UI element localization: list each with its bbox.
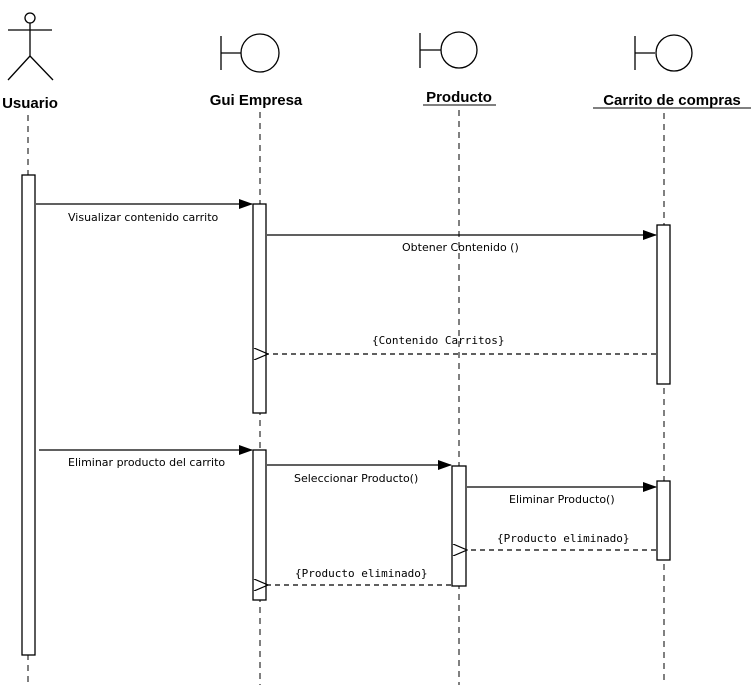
activation-carrito-1 — [656, 224, 671, 385]
message-eliminar-producto: Eliminar Producto() — [467, 482, 657, 506]
return-producto-eliminado-carrito: {Producto eliminado} — [467, 532, 656, 550]
participant-label-carrito-de-compras: Carrito de compras — [603, 92, 741, 109]
message-label: Eliminar Producto() — [509, 493, 615, 506]
boundary-icon — [220, 33, 280, 73]
activation-gui-empresa-1 — [252, 203, 267, 414]
participant-label-gui-empresa: Gui Empresa — [210, 92, 303, 109]
activation-usuario — [21, 174, 36, 656]
activation-gui-empresa-2 — [252, 449, 267, 601]
return-label: {Contenido Carritos} — [372, 334, 504, 347]
message-eliminar-producto-del-carrito: Eliminar producto del carrito — [39, 445, 253, 469]
message-label: Obtener Contenido () — [402, 241, 519, 254]
boundary-icon — [634, 34, 693, 72]
activation-producto — [451, 465, 467, 587]
return-label: {Producto eliminado} — [295, 567, 427, 580]
message-label: Visualizar contenido carrito — [68, 211, 219, 224]
message-obtener-contenido: Obtener Contenido () — [267, 230, 657, 254]
message-visualizar-contenido-carrito: Visualizar contenido carrito — [36, 199, 253, 224]
return-producto-eliminado-producto: {Producto eliminado} — [268, 567, 451, 585]
participant-label-producto: Producto — [426, 89, 492, 106]
message-seleccionar-producto: Seleccionar Producto() — [267, 460, 452, 485]
participant-carrito-de-compras: Carrito de compras — [593, 34, 751, 685]
actor-icon — [7, 12, 54, 81]
participant-label-usuario: Usuario — [2, 95, 58, 112]
message-label: Seleccionar Producto() — [294, 472, 418, 485]
participant-producto: Producto — [419, 31, 496, 685]
return-contenido-carritos: {Contenido Carritos} — [268, 334, 656, 354]
message-label: Eliminar producto del carrito — [68, 456, 225, 469]
activation-carrito-2 — [656, 480, 671, 561]
return-label: {Producto eliminado} — [497, 532, 629, 545]
boundary-icon — [419, 31, 478, 69]
